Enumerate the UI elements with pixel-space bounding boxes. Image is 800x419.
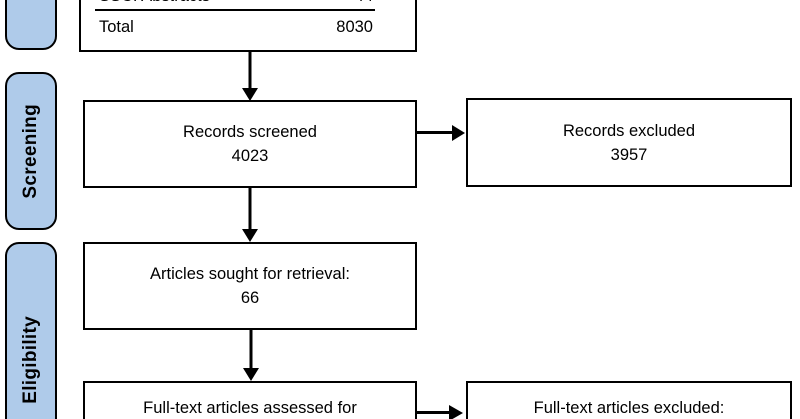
box-records-excluded-count: 3957 [610,145,648,164]
table-row: Total 8030 [95,11,375,39]
box-fulltext-excluded-text: Full-text articles excluded: [533,399,725,417]
table-row: SSCI Abstracts 44 [95,0,375,11]
band-eligibility: Eligibility [5,242,57,419]
box-articles-sought-count: 66 [240,289,260,307]
arrow-screened-to-sought [242,188,258,242]
box-records-excluded-text: Records excluded [562,121,696,140]
box-fulltext-excluded: Full-text articles excluded: [466,381,792,419]
total-label: Total [99,18,134,36]
box-identification-sources: SSCI Abstracts 44 Total 8030 [79,0,417,52]
box-records-screened-count: 4023 [231,147,269,165]
box-fulltext-assessed: Full-text articles assessed for [83,381,417,419]
band-eligibility-label: Eligibility [20,315,41,404]
box-records-excluded: Records excluded 3957 [466,98,792,187]
band-screening: Screening [5,72,57,230]
box-records-screened: Records screened 4023 [83,100,417,188]
source-count: 44 [355,0,375,8]
source-label: SSCI Abstracts [95,0,210,8]
box-articles-sought-text: Articles sought for retrieval: [150,265,350,283]
band-screening-label: Screening [20,103,41,199]
total-count: 8030 [336,18,373,36]
box-articles-sought: Articles sought for retrieval: 66 [83,242,417,330]
sources-table: SSCI Abstracts 44 Total 8030 [95,0,375,39]
arrow-screened-to-excluded [417,125,465,141]
arrow-sought-to-assessed [243,330,259,381]
arrow-total-to-screened [242,52,258,101]
arrow-assessed-to-excluded [417,405,463,419]
box-fulltext-assessed-text: Full-text articles assessed for [143,399,357,417]
band-identification [5,0,57,50]
box-records-screened-text: Records screened [183,123,317,141]
